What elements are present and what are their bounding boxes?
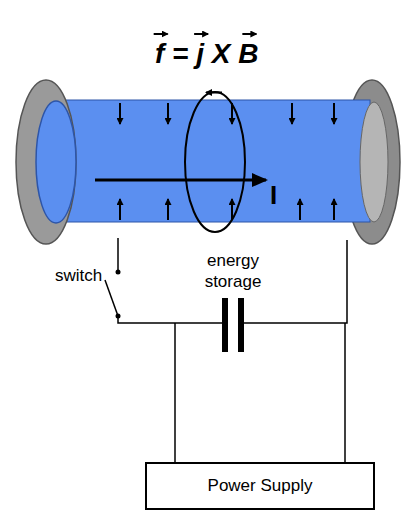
capacitor-symbol bbox=[222, 298, 244, 352]
force-arrows bbox=[120, 103, 334, 220]
box-label: Power Supply bbox=[208, 476, 313, 496]
column-end-face bbox=[36, 101, 76, 223]
end-electrode bbox=[16, 80, 76, 244]
plasma-column bbox=[50, 100, 370, 222]
switch-symbol bbox=[105, 270, 121, 319]
field-arrow bbox=[206, 92, 222, 94]
vector-equation: f = j X B bbox=[155, 38, 258, 70]
vector-arrows bbox=[154, 34, 257, 35]
field-loop bbox=[185, 92, 245, 232]
vector-arrow bbox=[242, 33, 256, 35]
current-arrow bbox=[95, 179, 266, 182]
vector-arrow bbox=[194, 33, 208, 35]
power-supply-box: Power Supply bbox=[145, 462, 375, 510]
end-electrode-inner bbox=[360, 102, 388, 222]
current-label: I bbox=[270, 180, 277, 211]
circuit-wires bbox=[118, 238, 347, 462]
switch-label: switch bbox=[55, 266, 102, 286]
capacitor-label: energy storage bbox=[192, 250, 274, 292]
vector-arrow bbox=[154, 33, 168, 35]
